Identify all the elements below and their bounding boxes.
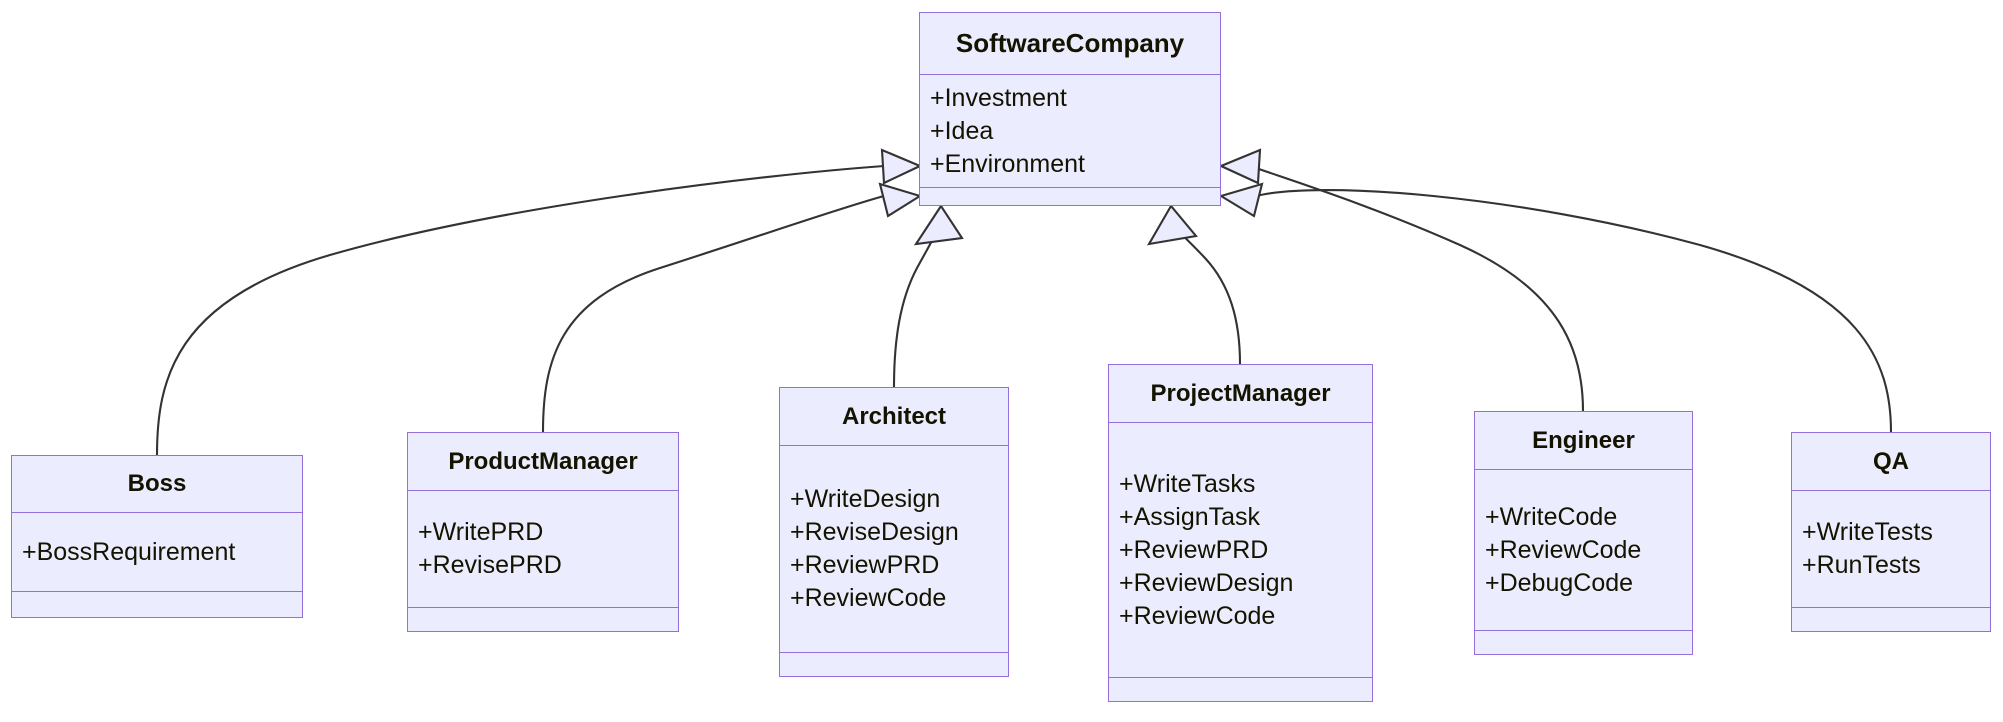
class-methods-boss	[12, 592, 302, 617]
class-title-qa: QA	[1792, 433, 1990, 491]
class-attributes-software-company: +Investment +Idea +Environment	[920, 75, 1220, 188]
class-attribute: +WritePRD	[418, 518, 544, 546]
class-attribute: +DebugCode	[1485, 568, 1634, 597]
class-methods-product-manager	[408, 608, 678, 631]
edge-architect-to-company	[892, 222, 943, 389]
class-node-engineer[interactable]: Engineer +WriteCode +ReviewCode +DebugCo…	[1474, 411, 1693, 655]
class-attribute: +ReviewPRD	[1119, 535, 1269, 564]
class-node-qa[interactable]: QA +WriteTests +RunTests	[1791, 432, 1991, 632]
class-node-boss[interactable]: Boss +BossRequirement	[11, 455, 303, 618]
class-attribute: +Environment	[930, 149, 1085, 178]
class-attribute: +ReviewCode	[1485, 535, 1642, 564]
class-attribute: +ReviseDesign	[790, 518, 959, 546]
class-attribute: +AssignTask	[1119, 502, 1261, 531]
edge-boss-to-company	[155, 164, 886, 457]
inheritance-arrow-projectmanager	[1146, 204, 1198, 246]
class-node-project-manager[interactable]: ProjectManager +WriteTasks +AssignTask +…	[1108, 364, 1373, 702]
class-attributes-project-manager: +WriteTasks +AssignTask +ReviewPRD +Revi…	[1109, 423, 1372, 678]
class-attribute: +WriteDesign	[790, 485, 941, 513]
class-attribute: +Investment	[930, 83, 1067, 112]
class-attributes-product-manager: +WritePRD +RevisePRD	[408, 491, 678, 608]
class-methods-software-company	[920, 188, 1220, 205]
class-attribute: +ReviewPRD	[790, 551, 940, 579]
class-attribute: +WriteTasks	[1119, 469, 1256, 498]
class-attribute: +Idea	[930, 116, 994, 145]
class-attributes-boss: +BossRequirement	[12, 513, 302, 592]
class-title-boss: Boss	[12, 456, 302, 513]
class-node-software-company[interactable]: SoftwareCompany +Investment +Idea +Envir…	[919, 12, 1221, 206]
class-title-product-manager: ProductManager	[408, 433, 678, 491]
class-attribute: +ReviewCode	[790, 584, 947, 612]
class-node-architect[interactable]: Architect +WriteDesign +ReviseDesign +Re…	[779, 387, 1009, 677]
inheritance-arrow-architect	[913, 204, 964, 246]
class-attribute: +RevisePRD	[418, 551, 562, 579]
class-attribute: +WriteCode	[1485, 502, 1618, 531]
class-attribute: +ReviewCode	[1119, 601, 1276, 630]
class-title-architect: Architect	[780, 388, 1008, 446]
inheritance-arrow-qa	[1218, 182, 1264, 218]
edge-projectmanager-to-company	[1169, 222, 1242, 366]
class-attribute: +WriteTests	[1802, 518, 1933, 546]
class-attribute: +RunTests	[1802, 551, 1921, 579]
class-node-product-manager[interactable]: ProductManager +WritePRD +RevisePRD	[407, 432, 679, 632]
inheritance-arrow-engineer	[1218, 148, 1262, 185]
class-title-engineer: Engineer	[1475, 412, 1692, 470]
inheritance-arrow-boss	[880, 148, 923, 185]
class-methods-qa	[1792, 608, 1990, 631]
class-attributes-qa: +WriteTests +RunTests	[1792, 491, 1990, 608]
class-methods-engineer	[1475, 631, 1692, 654]
class-methods-project-manager	[1109, 678, 1372, 701]
class-attributes-architect: +WriteDesign +ReviseDesign +ReviewPRD +R…	[780, 446, 1008, 653]
class-title-project-manager: ProjectManager	[1109, 365, 1372, 423]
class-title-software-company: SoftwareCompany	[920, 13, 1220, 75]
inheritance-arrow-productmanager	[878, 182, 923, 218]
class-methods-architect	[780, 653, 1008, 676]
class-attribute: +BossRequirement	[22, 537, 236, 566]
class-attributes-engineer: +WriteCode +ReviewCode +DebugCode	[1475, 470, 1692, 631]
class-attribute: +ReviewDesign	[1119, 568, 1294, 597]
